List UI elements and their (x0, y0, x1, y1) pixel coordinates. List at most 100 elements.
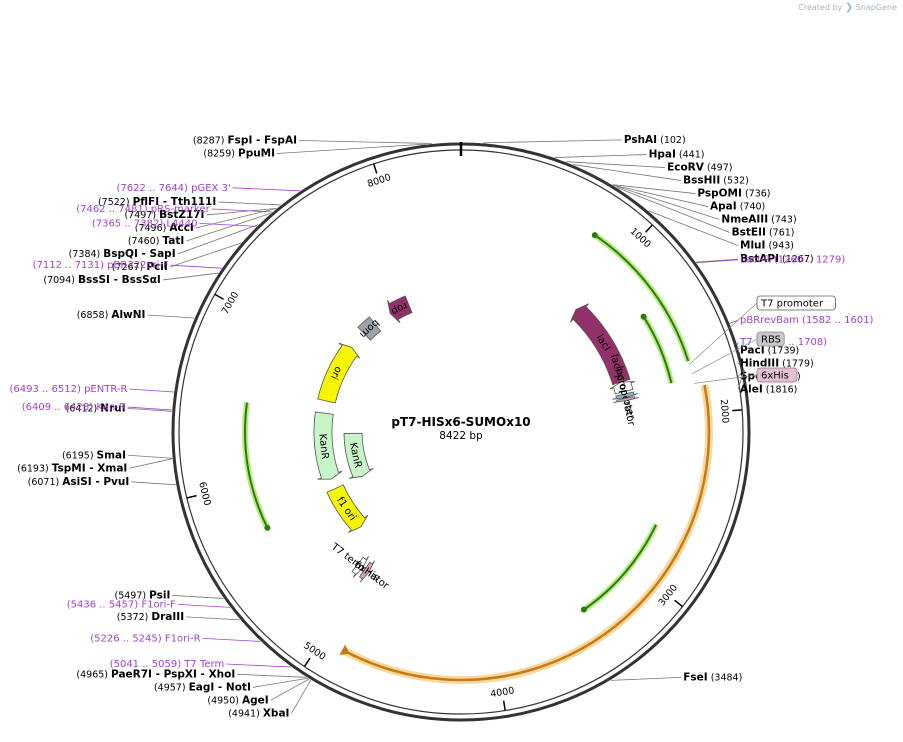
site-bstapi[interactable]: BstAPI (1267) (740, 253, 814, 265)
site-label[interactable]: (6858) AlwNI (77, 309, 146, 321)
site-label[interactable]: ApaI (740) (710, 201, 765, 213)
site-psii[interactable]: (5497) PsiI (114, 589, 170, 601)
primer-pbr322ori-f[interactable]: (7112 .. 7131) pBR322ori-F (33, 260, 169, 271)
site-alei[interactable]: AleI (1816) (740, 384, 797, 396)
site-label[interactable]: NmeAIII (743) (721, 214, 796, 226)
primer-kan-r[interactable]: (6409 .. 6428) Kan-R (22, 402, 126, 413)
site-label[interactable]: (7267) PciI (112, 261, 168, 273)
site-agei[interactable]: (4950) AgeI (207, 694, 268, 706)
primer-label[interactable]: (7365 .. 7382) L4440 (92, 218, 198, 229)
site-label[interactable]: (7094) BssSI - BssSαI (43, 274, 160, 286)
tick-mark (645, 224, 653, 233)
site-label[interactable]: (6195) SmaI (62, 449, 126, 461)
site-xbai[interactable]: (4941) XbaI (228, 707, 289, 719)
primer-label[interactable]: LacI-R (1260 .. 1279) (740, 255, 845, 266)
primer-pentr-r[interactable]: (6493 .. 6512) pENTR-R (9, 384, 127, 395)
label-pos: (743) (768, 215, 797, 226)
site-label[interactable]: (4950) AgeI (207, 694, 268, 706)
site-label[interactable]: PshAI (102) (624, 134, 686, 146)
site-tspmi-xmai[interactable]: (6193) TspMI - XmaI (17, 462, 127, 474)
label-pos: (8287) (193, 135, 228, 146)
primer-f1ori-f[interactable]: (5436 .. 5457) F1ori-F (67, 599, 176, 610)
primer-label[interactable]: (5226 .. 5245) F1ori-R (90, 633, 200, 644)
primer-f1ori-r[interactable]: (5226 .. 5245) F1ori-R (90, 633, 200, 644)
site-eagi-noti[interactable]: (4957) EagI - NotI (154, 681, 251, 693)
site-label[interactable]: EcoRV (497) (667, 162, 732, 174)
primer-l4440[interactable]: (7365 .. 7382) L4440 (92, 218, 198, 229)
site-tati[interactable]: (7460) TatI (128, 235, 184, 247)
site-paer7i-pspxi-xhoi[interactable]: (4965) PaeR7I - PspXI - XhoI (76, 668, 235, 680)
site-pflfi-tth111i[interactable]: (7522) PflFI - Tth111I (98, 196, 216, 208)
primer-laci-r[interactable]: LacI-R (1260 .. 1279) (740, 255, 845, 266)
primer-pgex-3-[interactable]: (7622 .. 7644) pGEX 3' (117, 183, 231, 194)
site-acci[interactable]: (7496) AccI (135, 222, 194, 234)
site-label[interactable]: (5372) DraIII (117, 611, 184, 623)
site-pspomi[interactable]: PspOMI (736) (697, 188, 770, 200)
site-ecorv[interactable]: EcoRV (497) (667, 162, 732, 174)
site-nmeaiii[interactable]: NmeAIII (743) (721, 214, 796, 226)
site-label[interactable]: (5497) PsiI (114, 589, 170, 601)
site-label[interactable]: (7497) BstZ17I (124, 209, 204, 221)
site-label[interactable]: (6071) AsiSI - PvuI (28, 476, 130, 488)
site-label[interactable]: AleI (1816) (740, 384, 797, 396)
primer-label[interactable]: T7 (1689 .. 1708) (739, 337, 827, 348)
site-label[interactable]: (7496) AccI (135, 222, 194, 234)
site-paci[interactable]: PacI (1739) (740, 345, 799, 357)
site-bsshii[interactable]: BssHII (532) (683, 175, 749, 187)
restriction-sites[interactable]: PshAI (102) HpaI (441)EcoRV (497)BssHII (… (17, 134, 814, 719)
label-name: Kan-R (96, 402, 125, 413)
site-draiii[interactable]: (5372) DraIII (117, 611, 184, 623)
site-label[interactable]: (6412) NruI (66, 402, 126, 414)
primer-label[interactable]: (7622 .. 7644) pGEX 3' (117, 183, 231, 194)
site-label[interactable]: (8287) FspI - FspAI (193, 134, 297, 146)
primer-label[interactable]: (5436 .. 5457) F1ori-F (67, 599, 176, 610)
site-label[interactable]: (7384) BspQI - SapI (69, 248, 176, 260)
site-label[interactable]: BstEII (761) (732, 227, 795, 239)
site-label[interactable]: PspOMI (736) (697, 188, 770, 200)
site-bsssi-bsss-i[interactable]: (7094) BssSI - BssSαI (43, 274, 160, 286)
primer-label[interactable]: (6409 .. 6428) Kan-R (22, 402, 126, 413)
site-pshai[interactable]: PshAI (102) (624, 134, 686, 146)
site-ppumi[interactable]: (8259) PpuMI (203, 147, 275, 159)
primer-label[interactable]: (7462 .. 7481) pRS-marker (76, 204, 210, 215)
site-fspi-fspai[interactable]: (8287) FspI - FspAI (193, 134, 297, 146)
site-mlui[interactable]: MluI (943) (740, 240, 794, 252)
site-label[interactable]: BssHII (532) (683, 175, 749, 187)
site-label[interactable]: HindIII (1779) (740, 358, 814, 370)
site-asisi-pvui[interactable]: (6071) AsiSI - PvuI (28, 476, 130, 488)
primer-sites[interactable]: LacI-R (1260 .. 1279) pBRrevBam (1582 .. … (9, 183, 873, 670)
site-label[interactable]: (7460) TatI (128, 235, 184, 247)
site-label[interactable]: PacI (1739) (740, 345, 799, 357)
site-fsei[interactable]: FseI (3484) (683, 671, 742, 683)
site-label[interactable]: (4941) XbaI (228, 707, 289, 719)
primer-label[interactable]: pBRrevBam (1582 .. 1601) (740, 315, 874, 326)
site-bspqi-sapi[interactable]: (7384) BspQI - SapI (69, 248, 176, 260)
site-bsteii[interactable]: BstEII (761) (732, 227, 795, 239)
site-nrui[interactable]: (6412) NruI (66, 402, 126, 414)
site-hpai[interactable]: HpaI (441) (649, 149, 705, 161)
primer-prs-marker[interactable]: (7462 .. 7481) pRS-marker (76, 204, 210, 215)
site-alwni[interactable]: (6858) AlwNI (77, 309, 146, 321)
primer-t7-term[interactable]: (5041 .. 5059) T7 Term (110, 659, 224, 670)
site-bstz17i[interactable]: (7497) BstZ17I (124, 209, 204, 221)
primer-label[interactable]: (7112 .. 7131) pBR322ori-F (33, 260, 169, 271)
primer-t7[interactable]: T7 (1689 .. 1708) (739, 337, 827, 348)
site-hindiii[interactable]: HindIII (1779) (740, 358, 814, 370)
site-apai[interactable]: ApaI (740) (710, 201, 765, 213)
site-label[interactable]: (6193) TspMI - XmaI (17, 462, 127, 474)
site-label[interactable]: BstAPI (1267) (740, 253, 814, 265)
site-label[interactable]: (4965) PaeR7I - PspXI - XhoI (76, 668, 235, 680)
site-label[interactable]: (7522) PflFI - Tth111I (98, 196, 216, 208)
primer-pbrrevbam[interactable]: pBRrevBam (1582 .. 1601) (740, 315, 874, 326)
primer-label[interactable]: (6493 .. 6512) pENTR-R (9, 384, 127, 395)
site-label[interactable]: (8259) PpuMI (203, 147, 275, 159)
site-label[interactable]: HpaI (441) (649, 149, 705, 161)
primer-leader (226, 663, 292, 668)
primer-leader (232, 187, 301, 192)
primer-label[interactable]: (5041 .. 5059) T7 Term (110, 659, 224, 670)
site-label[interactable]: FseI (3484) (683, 671, 742, 683)
site-smai[interactable]: (6195) SmaI (62, 449, 126, 461)
site-pcii[interactable]: (7267) PciI (112, 261, 168, 273)
site-label[interactable]: MluI (943) (740, 240, 794, 252)
site-label[interactable]: (4957) EagI - NotI (154, 681, 251, 693)
